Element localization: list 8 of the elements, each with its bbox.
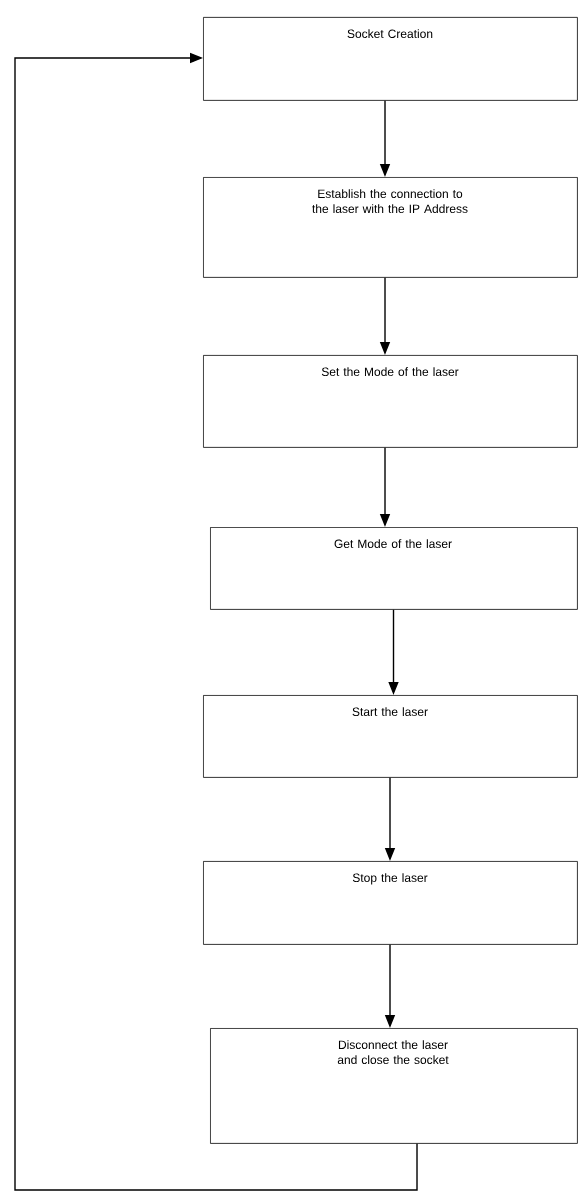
process-box: Establish the connection to the laser with the IP Address xyxy=(203,177,578,278)
process-box: Socket Creation xyxy=(203,17,578,101)
arrow xyxy=(14,52,418,1191)
process-box: Set the Mode of the laser xyxy=(203,355,578,448)
process-box: Start the laser xyxy=(203,695,578,778)
process-box: Get Mode of the laser xyxy=(210,527,578,610)
process-box: Disconnect the laser and close the socket xyxy=(210,1028,578,1144)
process-box: Stop the laser xyxy=(203,861,578,945)
